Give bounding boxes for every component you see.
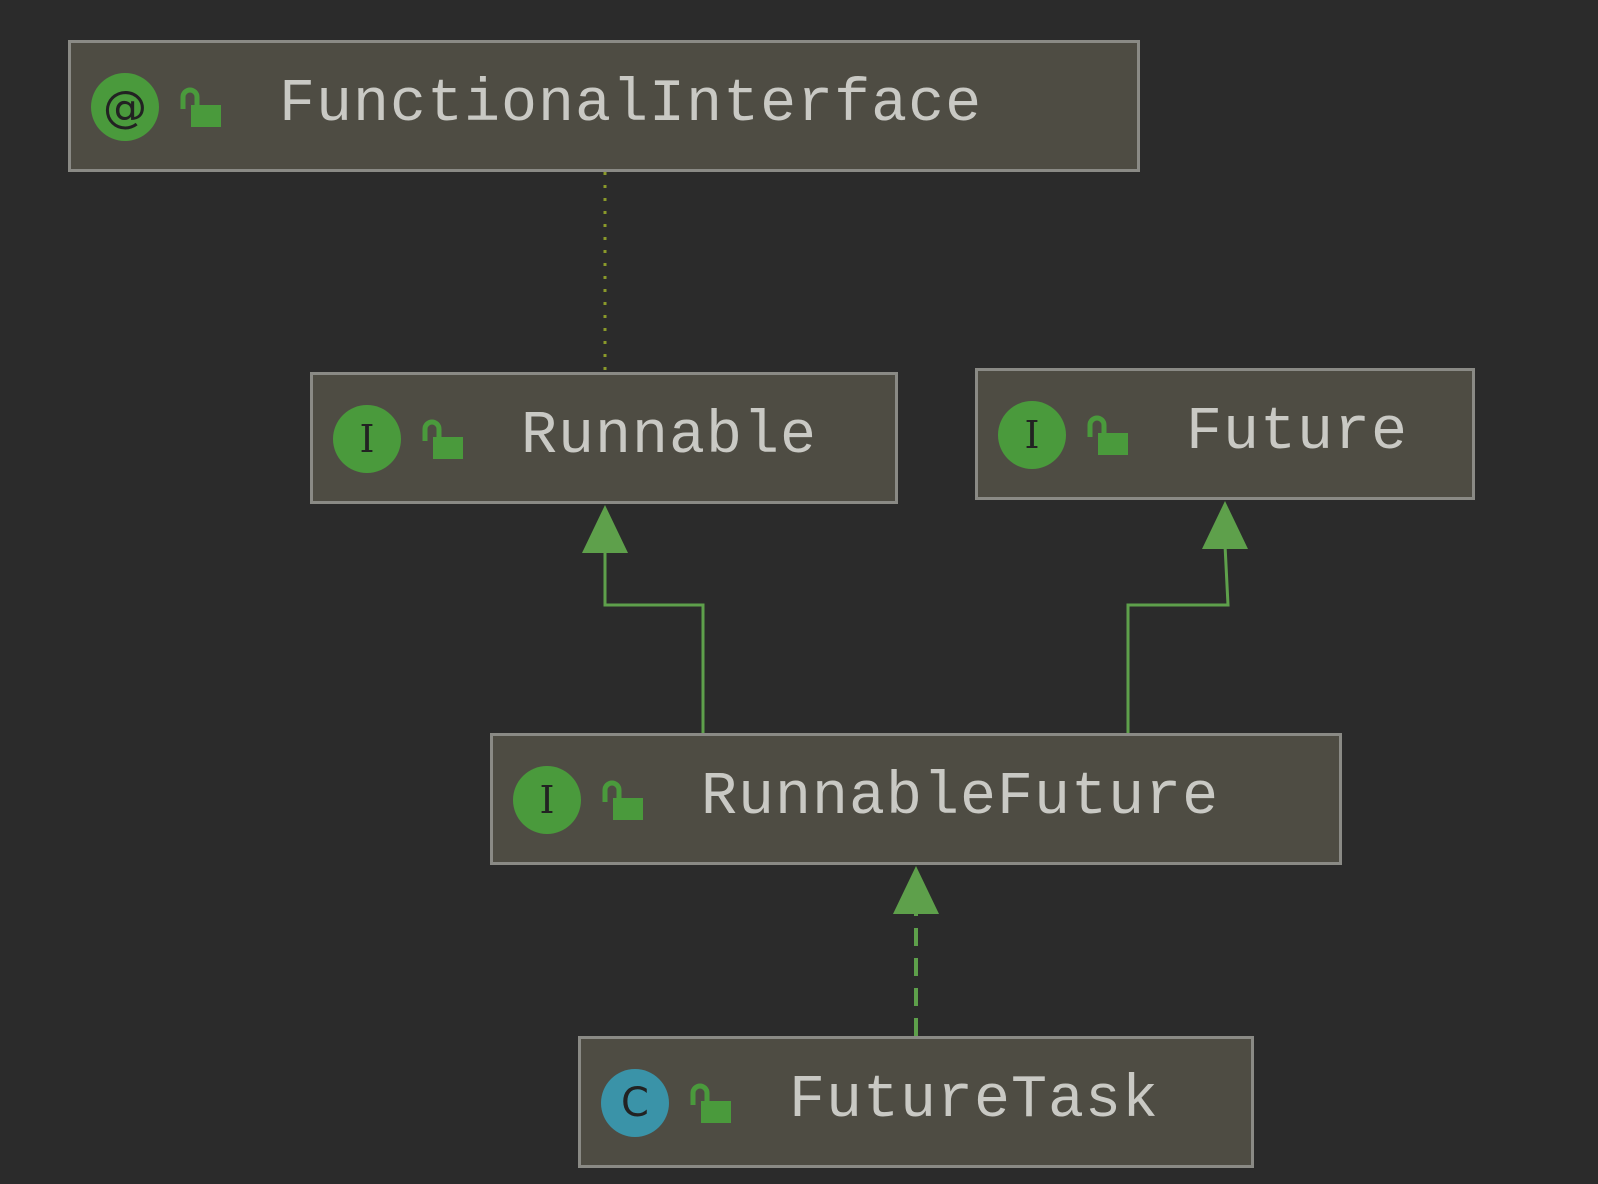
node-runnable[interactable]: I Runnable (310, 372, 898, 504)
annotation-icon: @ (91, 73, 159, 141)
class-icon: C (601, 1069, 669, 1137)
node-label: FutureTask (789, 1067, 1160, 1135)
interface-icon: I (513, 766, 581, 834)
unlocked-public-icon (690, 1083, 731, 1123)
node-future-task[interactable]: C FutureTask (578, 1036, 1254, 1168)
interface-icon: I (333, 405, 401, 473)
unlocked-public-icon (602, 780, 643, 820)
interface-icon: I (998, 401, 1066, 469)
edge-runnable-future-to-runnable (603, 548, 705, 733)
arrowhead-future (1202, 501, 1248, 549)
node-runnable-future[interactable]: I RunnableFuture (490, 733, 1342, 865)
unlocked-public-icon (1087, 415, 1128, 455)
node-label: RunnableFuture (701, 764, 1220, 832)
unlocked-public-icon (180, 87, 221, 127)
arrowhead-runnable-future (893, 866, 939, 914)
node-label: FunctionalInterface (279, 71, 983, 139)
node-label: Future (1186, 399, 1409, 467)
edge-runnable-future-to-future (1126, 544, 1230, 733)
node-label: Runnable (521, 403, 818, 471)
node-functional-interface[interactable]: @ FunctionalInterface (68, 40, 1140, 172)
node-future[interactable]: I Future (975, 368, 1475, 500)
unlocked-public-icon (422, 419, 463, 459)
arrowhead-runnable (582, 505, 628, 553)
